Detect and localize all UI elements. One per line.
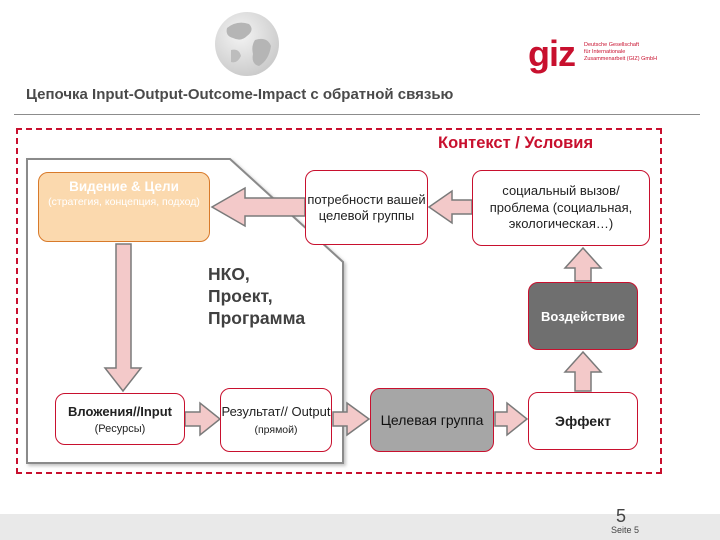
inputs-title: Вложения//Input <box>68 403 172 419</box>
vision-subtitle: (стратегия, концепция, подход) <box>48 196 200 208</box>
effect-box: Эффект <box>528 392 638 450</box>
inputs-subtitle: (Ресурсы) <box>94 422 146 435</box>
arrow-target-to-effect <box>494 401 529 437</box>
page-title: Цепочка Input-Output-Outcome-Impact с об… <box>26 86 454 103</box>
page-number: 5 <box>616 506 627 526</box>
vision-goals-box: Видение & Цели (стратегия, концепция, по… <box>38 172 210 242</box>
target-needs-text: потребности вашей целевой группы <box>307 191 426 223</box>
giz-logo: giz Deutsche Gesellschaft für Internatio… <box>528 36 678 76</box>
impact-box: Воздействие <box>528 282 638 350</box>
target-needs-box: потребности вашей целевой группы <box>305 170 428 245</box>
output-subtitle: (прямой) <box>254 424 298 436</box>
giz-logo-subtitle: Deutsche Gesellschaft für Internationale… <box>584 42 658 62</box>
target-group-box: Целевая группа <box>370 388 494 452</box>
project-label: НКО, Проект, Программа <box>208 264 306 328</box>
vision-title: Видение & Цели <box>69 179 179 194</box>
output-box: Результат// Output (прямой) <box>220 388 332 452</box>
target-group-text: Целевая группа <box>380 411 484 428</box>
arrow-output-to-target <box>332 401 371 437</box>
title-divider <box>14 114 700 115</box>
effect-text: Эффект <box>555 413 611 429</box>
output-title: Результат// Output <box>221 404 331 419</box>
globe-icon <box>215 12 279 76</box>
arrow-needs-to-vision <box>210 186 306 228</box>
giz-logo-mark: giz <box>528 33 576 74</box>
social-challenge-text: социальный вызов/ проблема (социальная, … <box>489 183 633 232</box>
arrow-vision-to-inputs <box>103 243 143 393</box>
social-challenge-box: социальный вызов/ проблема (социальная, … <box>472 170 650 246</box>
arrow-inputs-to-output <box>184 401 222 437</box>
arrow-effect-to-impact <box>563 350 603 392</box>
context-frame <box>16 128 662 474</box>
arrow-challenge-to-needs <box>427 189 473 225</box>
arrow-impact-to-challenge <box>563 246 603 282</box>
context-label: Контекст / Условия <box>438 134 594 152</box>
page-label: Seite 5 <box>611 525 640 535</box>
footer-band <box>0 514 720 540</box>
inputs-box: Вложения//Input (Ресурсы) <box>55 393 185 445</box>
impact-text: Воздействие <box>541 308 625 324</box>
